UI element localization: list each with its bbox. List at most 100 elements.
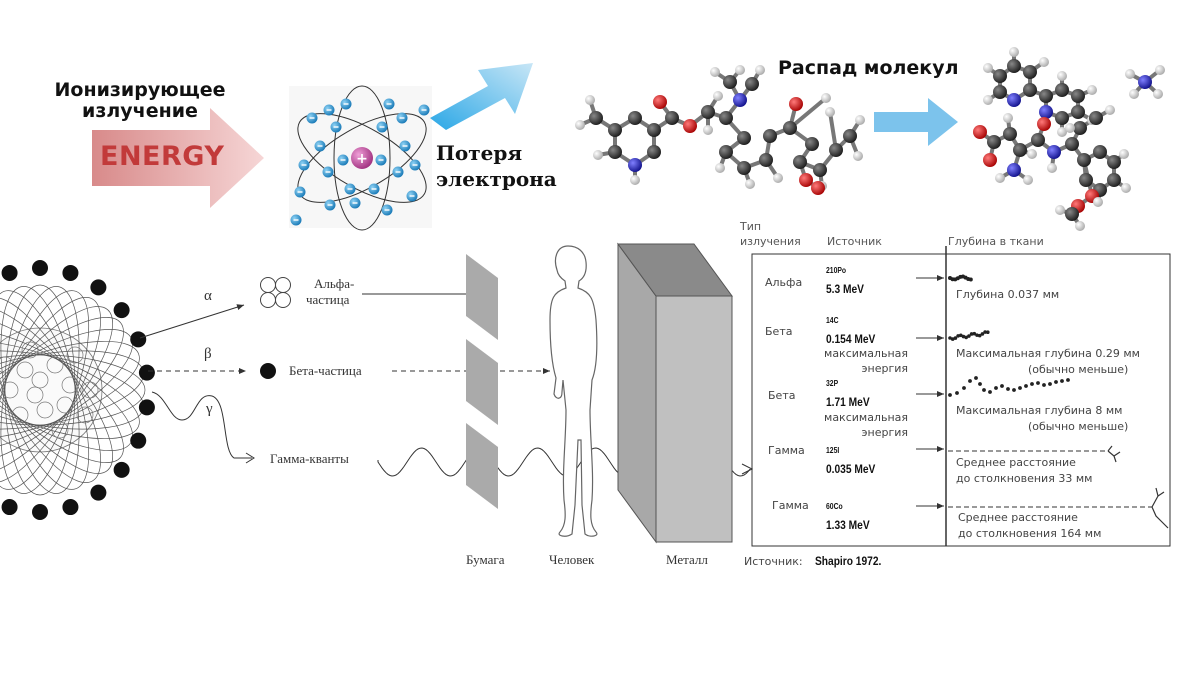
svg-text:+: + [356,151,368,167]
atom-c [759,153,773,167]
atom-c [719,111,733,125]
human-silhouette [549,245,598,537]
energy-label: ENERGY [100,141,225,172]
atom-h [1027,149,1037,159]
track-dot [994,386,998,390]
orbit-ring [0,354,146,426]
atom-h [1153,89,1163,99]
minus-sign [309,117,315,119]
track-dot [974,376,978,380]
electron-dot [113,461,130,478]
row-2-depth: Максимальная глубина 0.29 мм (обычно мен… [956,346,1140,378]
metal-label: Металл [666,552,708,567]
minus-sign [333,126,339,128]
header-type-line-1: Тип [740,220,762,233]
decay-arrow [874,98,958,146]
atom-h [1125,69,1135,79]
row-3-iso-mass: 32 [826,379,834,388]
row-5-depth: Среднее расстояние до столкновения 164 м… [958,510,1101,542]
nucleon-icon [16,361,34,379]
atom-h [1039,57,1049,67]
atom-h [1057,127,1067,137]
minus-sign [402,145,408,147]
track-dot [1030,382,1034,386]
ionizing-radiation-title: Ионизирующее излучение [40,80,240,122]
atom-h [715,163,725,173]
atom-h [1065,123,1075,133]
atom-c [1003,127,1017,141]
row-1-iso-mass: 210 [826,266,838,275]
row-5-source: 60Co 1.33 MeV [826,499,870,533]
nucleon-icon [81,381,99,399]
orbit-ring [0,317,124,463]
orbit-ring [0,286,80,494]
minus-sign [340,159,346,161]
atom-h [710,67,720,77]
table-header-type: Тип излучения [740,219,801,249]
minus-sign [343,103,349,105]
atom-c [829,143,843,157]
atom-c [647,145,661,159]
nucleon-icon [26,386,44,404]
track-dot [959,333,963,338]
track-dot [1036,381,1040,385]
beta-particle-icon [260,363,276,379]
minus-sign [301,164,307,166]
nucleon-icon [46,356,64,374]
atom-h [1023,175,1033,185]
atom-c [647,123,661,137]
atom-c [1039,89,1053,103]
atom-c [701,105,715,119]
nucleon-icon [61,376,79,394]
track-dot [986,330,990,334]
atom-h [713,91,723,101]
minus-sign [325,171,331,173]
electron-dot [32,260,48,276]
orbit-ring [4,284,76,496]
nucleus-cloud [0,260,155,520]
track-dot [968,277,973,282]
atom-c [1107,173,1121,187]
electron-dot [62,499,79,516]
track-dot [978,382,982,386]
minus-sign [293,219,299,221]
track-dot [1012,388,1016,392]
atom-h [575,120,585,130]
atom-c [1023,65,1037,79]
track-dot [969,332,974,336]
atom-h [755,65,765,75]
atom-c [1023,83,1037,97]
minus-sign [317,145,323,147]
row-4-energy: 0.035 MeV [826,462,876,476]
row-2-note-1: максимальная [824,347,908,360]
human-label: Человек [549,552,595,567]
atom-h [585,95,595,105]
orbit-ring [0,340,140,440]
atom-n [1007,163,1021,177]
minus-sign [347,188,353,190]
track-dot [980,332,985,336]
alpha-label-line-2: частица [306,292,350,307]
atom-o [683,119,697,133]
track-dot [955,391,959,395]
track-dot [948,393,952,397]
electron-dot [62,264,79,281]
track-dot [1048,382,1052,386]
atom-h [703,125,713,135]
orbit-ring [0,340,140,440]
track-dot [953,336,958,340]
track-dot [962,386,966,390]
atom-c [1093,145,1107,159]
atom-h [983,63,993,73]
atom-c [805,137,819,151]
row-1-source: 210Po 5.3 MeV [826,263,864,297]
track-dot [948,336,952,340]
track-dot [1054,380,1058,384]
beta-symbol: β [204,346,212,362]
minus-sign [384,209,390,211]
atom-n [733,93,747,107]
atom-c [723,75,737,89]
track-dot [977,333,982,338]
atom-c [1077,153,1091,167]
